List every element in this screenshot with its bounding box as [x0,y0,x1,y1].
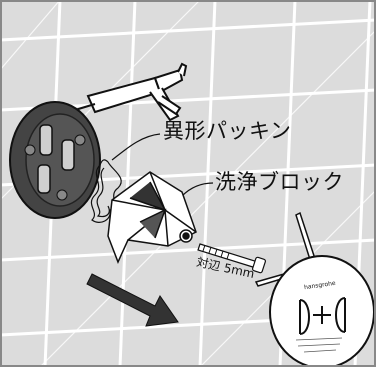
mounting-plate [9,101,101,219]
leader-lines [111,133,214,197]
cleaning-block-label: 洗浄ブロック [215,170,344,194]
direction-arrow-icon [86,273,179,327]
gasket-outline [90,159,122,223]
cleaning-block [107,171,197,264]
gasket-label: 異形パッキン [163,119,292,143]
bolt-icon [197,243,266,274]
cover-plate [269,255,375,367]
